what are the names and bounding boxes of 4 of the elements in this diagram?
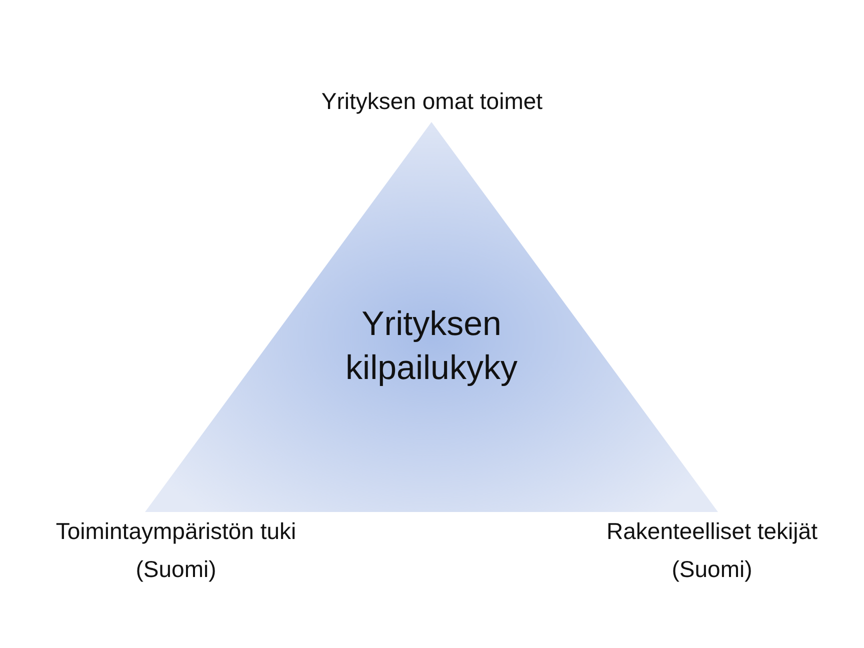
corner-label: Rakenteelliset tekijät (Suomi) bbox=[606, 517, 818, 584]
corner-label: Yrityksen omat toimet bbox=[320, 87, 544, 116]
center-text: Yrityksen kilpailukyky bbox=[344, 304, 518, 389]
corner-label: Toimintaympäristön tuki (Suomi) bbox=[54, 517, 298, 584]
